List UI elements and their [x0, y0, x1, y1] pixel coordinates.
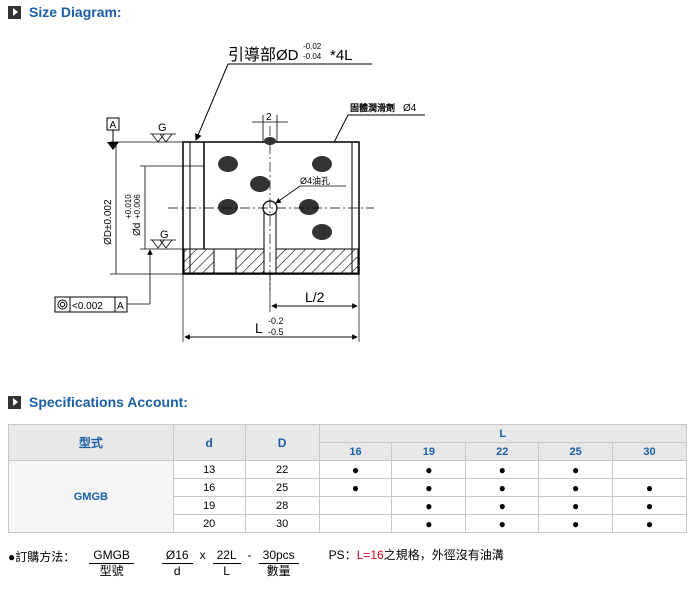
order-sep-dash: -	[247, 548, 252, 562]
cell-mark: ●	[391, 514, 467, 533]
size-diagram: 引導部 ØD -0.02 -0.04 *4L 固體潤滑劑 Ø4 2 Ø4油孔 A…	[54, 42, 425, 342]
table-row: GMGB 13 22 ● ● ● ●	[8, 460, 687, 533]
inner-tol-upper: +0.010	[124, 194, 133, 219]
guide-tol-lower: -0.04	[303, 52, 322, 61]
cell-mark: ●	[318, 460, 393, 479]
header-D: D	[244, 424, 320, 461]
cell-mark: ●	[465, 514, 540, 533]
length-label: L	[255, 320, 263, 336]
arrow-right-icon	[8, 395, 21, 409]
order-label: ●訂購方法：	[8, 550, 76, 564]
outer-dia-label: ØD±0.002	[103, 199, 114, 245]
cell-mark: ●	[538, 478, 614, 497]
spec-header: Specifications Account:	[8, 394, 188, 410]
cell-mark: ●	[465, 460, 540, 479]
order-note-suffix: 之規格，外徑沒有油溝	[383, 548, 504, 562]
cell-mark: ●	[391, 460, 467, 479]
cell-mark	[318, 514, 393, 533]
guide-dim: ØD	[276, 47, 299, 64]
header-length: 19	[391, 442, 467, 461]
cell-mark: ●	[612, 514, 687, 533]
order-part-model: GMGB 型號	[89, 548, 134, 579]
cell-mark: ●	[465, 496, 540, 515]
order-value: GMGB	[89, 548, 134, 564]
header-length: 30	[612, 442, 687, 461]
order-note-prefix: PS：	[328, 548, 357, 562]
cell-mark: ●	[612, 496, 687, 515]
guide-chamfer: *4L	[330, 47, 353, 64]
length-tol-lower: -0.5	[268, 327, 284, 337]
datum-a-box: A	[110, 120, 117, 131]
cell-D: 25	[244, 478, 320, 497]
order-sep-x: x	[199, 548, 206, 562]
header-length: 25	[538, 442, 614, 461]
cell-mark	[318, 496, 393, 515]
model-cell: GMGB	[8, 460, 174, 533]
cell-mark: ●	[318, 478, 393, 497]
header-d: d	[172, 424, 246, 461]
header-L: L	[318, 424, 688, 443]
cell-mark: ●	[538, 496, 614, 515]
size-diagram-header: Size Diagram:	[8, 4, 122, 20]
order-value: 30pcs	[258, 548, 299, 564]
order-note: PS：L=16之規格，外徑沒有油溝	[329, 548, 504, 563]
length-tol-upper: -0.2	[268, 316, 284, 326]
surface-g-bottom: G	[160, 229, 169, 241]
cell-D: 22	[244, 460, 320, 479]
order-caption: 型號	[99, 564, 124, 578]
cell-d: 16	[172, 478, 246, 497]
order-part-qty: 30pcs 數量	[258, 548, 299, 579]
oil-hole-label: Ø4油孔	[300, 175, 330, 186]
header-length: 16	[318, 442, 393, 461]
inner-tol-lower: +0.006	[133, 194, 142, 219]
cell-mark: ●	[465, 478, 540, 497]
table-row: 16 25 ● ● ● ● ●	[9, 478, 687, 497]
cell-mark: ●	[612, 478, 687, 497]
cell-d: 20	[172, 514, 246, 533]
cell-d: 19	[172, 496, 246, 515]
cell-mark: ●	[391, 478, 467, 497]
concentricity-value: <0.002	[72, 301, 103, 312]
order-part-d: Ø16 d	[161, 548, 193, 579]
order-caption: d	[173, 564, 181, 578]
cell-D: 30	[244, 514, 320, 533]
order-note-highlight: L=16	[356, 548, 384, 562]
table-row: 20 30 ● ● ● ●	[9, 514, 687, 533]
guide-label: 引導部	[228, 45, 276, 64]
cell-mark: ●	[538, 460, 614, 479]
cell-d: 13	[172, 460, 246, 479]
guide-tol-upper: -0.02	[303, 42, 322, 51]
order-value: Ø16	[161, 548, 193, 564]
cell-mark	[612, 460, 687, 479]
surface-g-top: G	[158, 122, 167, 134]
order-caption: 數量	[266, 564, 291, 578]
arrow-right-icon	[8, 5, 21, 19]
cell-mark: ●	[538, 514, 614, 533]
dim-two: 2	[266, 112, 272, 123]
inner-dia-label: Ød	[132, 223, 143, 236]
half-length-label: L/2	[305, 289, 325, 305]
solid-lub-label: 固體潤滑劑	[350, 102, 395, 113]
order-value: 22L	[212, 548, 241, 564]
header-model: 型式	[8, 424, 174, 461]
order-part-l: 22L L	[212, 548, 241, 579]
size-diagram-title: Size Diagram:	[29, 4, 122, 20]
spec-title: Specifications Account:	[29, 394, 188, 410]
cell-D: 28	[244, 496, 320, 515]
order-caption: L	[223, 564, 230, 578]
cell-mark: ●	[391, 496, 467, 515]
concentricity-datum: A	[117, 301, 124, 312]
header-length: 22	[465, 442, 540, 461]
spec-table: 型式 d D L 16 19 22 25 30 GMGB 13 22 ● ● ●…	[8, 424, 688, 533]
order-method: ●訂購方法： GMGB 型號 Ø16 d x 22L L - 30pcs 數量 …	[8, 548, 504, 579]
solid-lub-dim: Ø4	[403, 103, 417, 114]
